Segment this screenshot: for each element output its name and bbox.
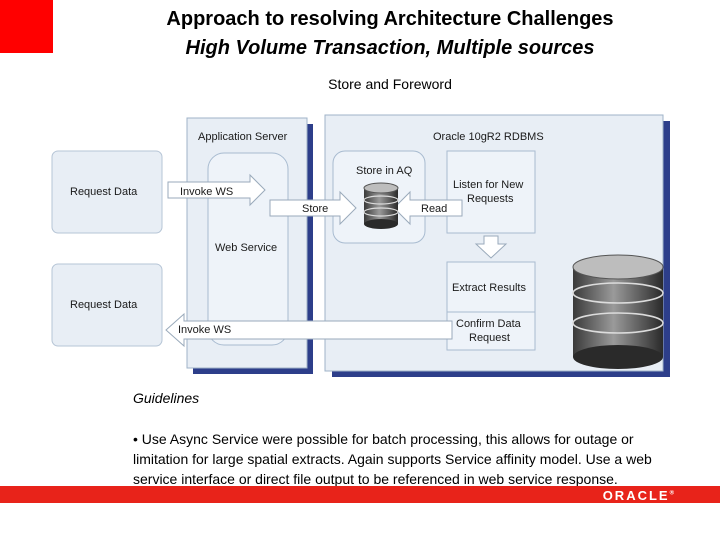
invoke-ws-label-1: Invoke WS xyxy=(180,186,233,198)
brand-red-square xyxy=(0,0,53,53)
web-service-label: Web Service xyxy=(215,242,277,254)
footer-bar xyxy=(0,486,720,503)
invoke-ws-arrow-2 xyxy=(165,312,453,348)
oracle-logo: ORACLE® xyxy=(602,488,674,503)
request-data-label-1: Request Data xyxy=(70,186,138,198)
guidelines-heading: Guidelines xyxy=(133,390,200,406)
listen-label-1: Listen for New xyxy=(453,179,523,191)
down-arrow xyxy=(474,235,508,259)
invoke-ws-label-2: Invoke WS xyxy=(178,324,231,336)
confirm-label-2: Request xyxy=(469,332,510,344)
extract-results-label: Extract Results xyxy=(452,282,526,294)
store-arrow xyxy=(269,190,357,226)
diagram-caption: Store and Foreword xyxy=(328,76,452,92)
rdbms-label: Oracle 10gR2 RDBMS xyxy=(433,131,544,143)
confirm-label-1: Confirm Data xyxy=(456,318,522,330)
extract-results-box xyxy=(446,261,536,313)
request-data-box-1 xyxy=(51,150,163,234)
guidelines-body: • Use Async Service were possible for ba… xyxy=(133,431,652,487)
read-label: Read xyxy=(421,203,447,215)
queue-database-icon xyxy=(363,182,399,229)
listen-box xyxy=(446,150,536,234)
store-in-aq-label: Store in AQ xyxy=(356,165,413,177)
page-subtitle: High Volume Transaction, Multiple source… xyxy=(185,37,595,59)
request-data-box-2 xyxy=(51,263,163,347)
listen-label-2: Requests xyxy=(467,193,514,205)
store-label: Store xyxy=(302,203,328,215)
confirm-request-box xyxy=(446,311,536,351)
app-server-label: Application Server xyxy=(198,131,288,143)
invoke-ws-arrow-1 xyxy=(167,173,266,207)
web-service-box xyxy=(207,152,289,346)
results-database-icon xyxy=(572,254,664,369)
read-arrow xyxy=(393,190,463,226)
page-title: Approach to resolving Architecture Chall… xyxy=(166,8,614,30)
request-data-label-2: Request Data xyxy=(70,299,138,311)
